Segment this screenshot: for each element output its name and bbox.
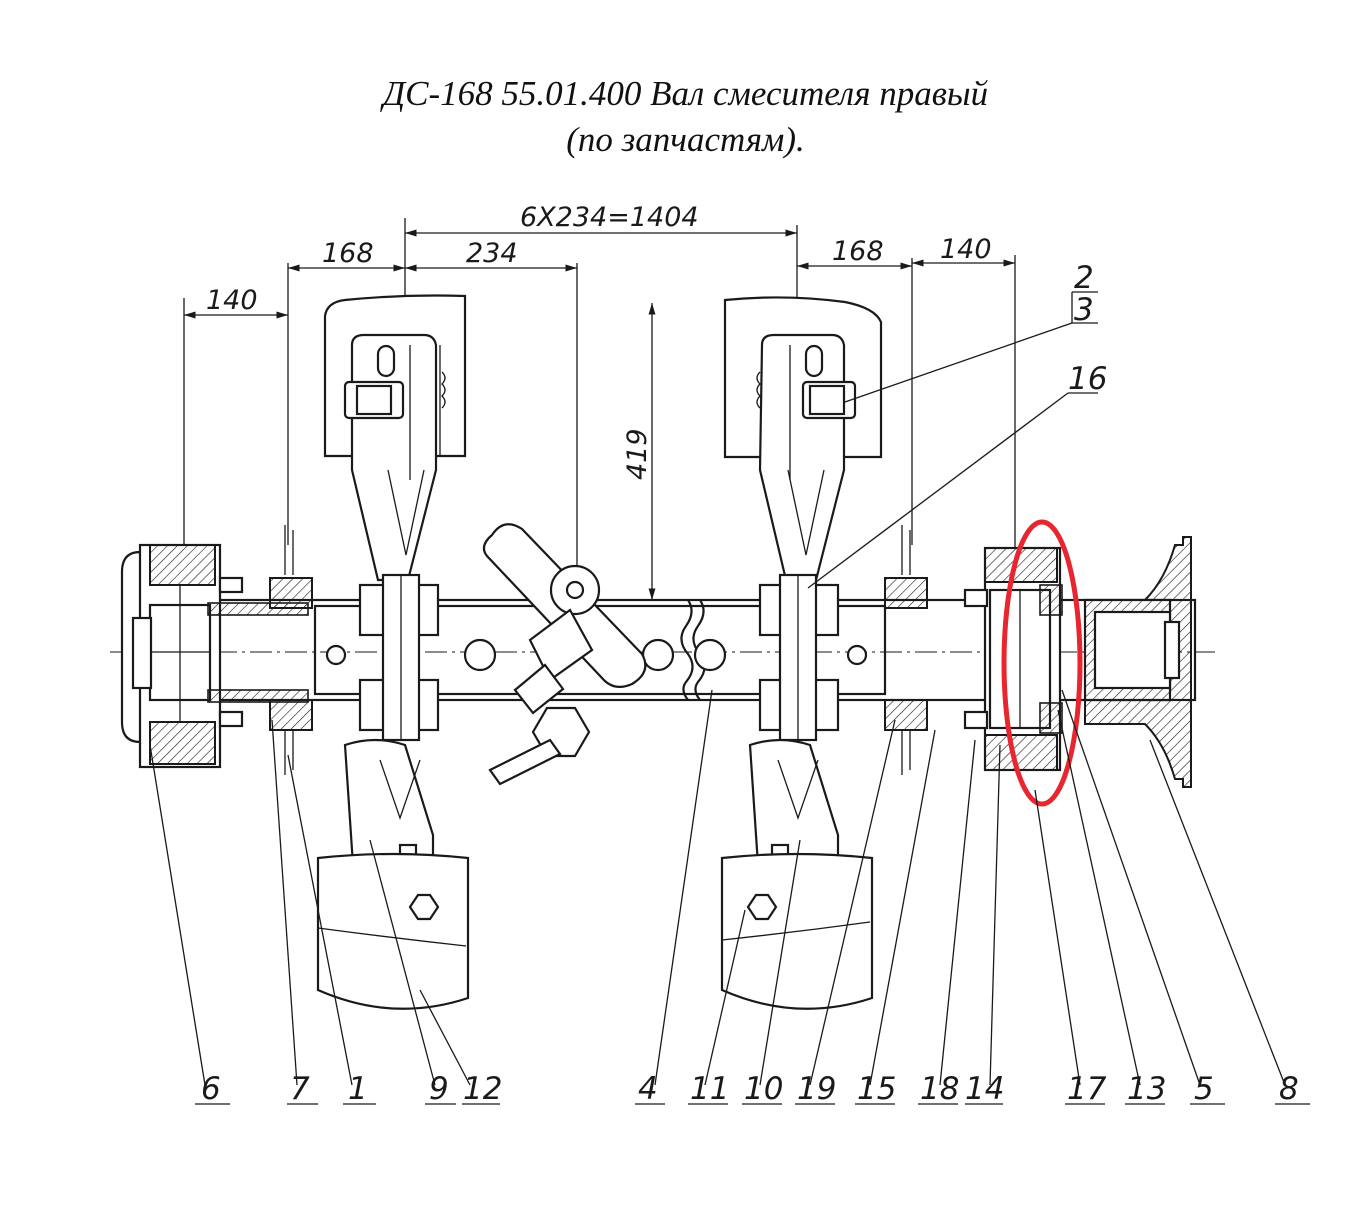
part-label-11: 11 (690, 1071, 729, 1107)
part-label-4: 4 (638, 1071, 658, 1107)
part-label-8: 8 (1279, 1071, 1299, 1107)
part-label-17: 17 (1067, 1071, 1107, 1107)
dim-height-419: 419 (622, 428, 653, 480)
part-label-3: 3 (1074, 292, 1094, 328)
highlight-ellipse (1001, 519, 1083, 807)
left-bearing-housing (120, 543, 309, 769)
part-label-14: 14 (965, 1071, 1004, 1107)
part-label-2: 2 (1074, 260, 1094, 296)
dimension-lines (183, 218, 1016, 601)
dim-left-168: 168 (322, 238, 374, 269)
leader-lines (149, 291, 1310, 1105)
part-label-6: 6 (201, 1071, 221, 1107)
right-bearing-housing (963, 546, 1063, 772)
dim-left-140: 140 (206, 285, 258, 316)
dim-right-168: 168 (832, 236, 884, 267)
right-paddle-arm (723, 296, 883, 867)
part-label-5: 5 (1194, 1071, 1214, 1107)
part-label-10: 10 (744, 1071, 783, 1107)
part-label-13: 13 (1127, 1071, 1166, 1107)
part-label-15: 15 (857, 1071, 896, 1107)
drawing-title-line2: (по запчастям). (566, 120, 805, 159)
part-label-1: 1 (348, 1071, 368, 1107)
part-label-19: 19 (797, 1071, 836, 1107)
part-label-18: 18 (920, 1071, 959, 1107)
left-paddle-blade (316, 852, 470, 1010)
drive-hub (1083, 536, 1192, 788)
dim-total: 6X234=1404 (520, 202, 699, 233)
left-flange (269, 525, 313, 775)
dim-right-140: 140 (940, 234, 992, 265)
part-label-9: 9 (429, 1071, 449, 1107)
drawing-title-line1: ДС-168 55.01.400 Вал смесителя правый (382, 74, 989, 113)
dim-pitch-234: 234 (466, 238, 518, 269)
left-paddle-arm (323, 294, 467, 867)
part-label-16: 16 (1068, 361, 1107, 397)
right-flange (884, 525, 928, 775)
center-bracket (482, 523, 647, 786)
part-label-7: 7 (290, 1071, 310, 1107)
part-label-12: 12 (463, 1071, 502, 1107)
right-paddle-blade (720, 852, 874, 1010)
